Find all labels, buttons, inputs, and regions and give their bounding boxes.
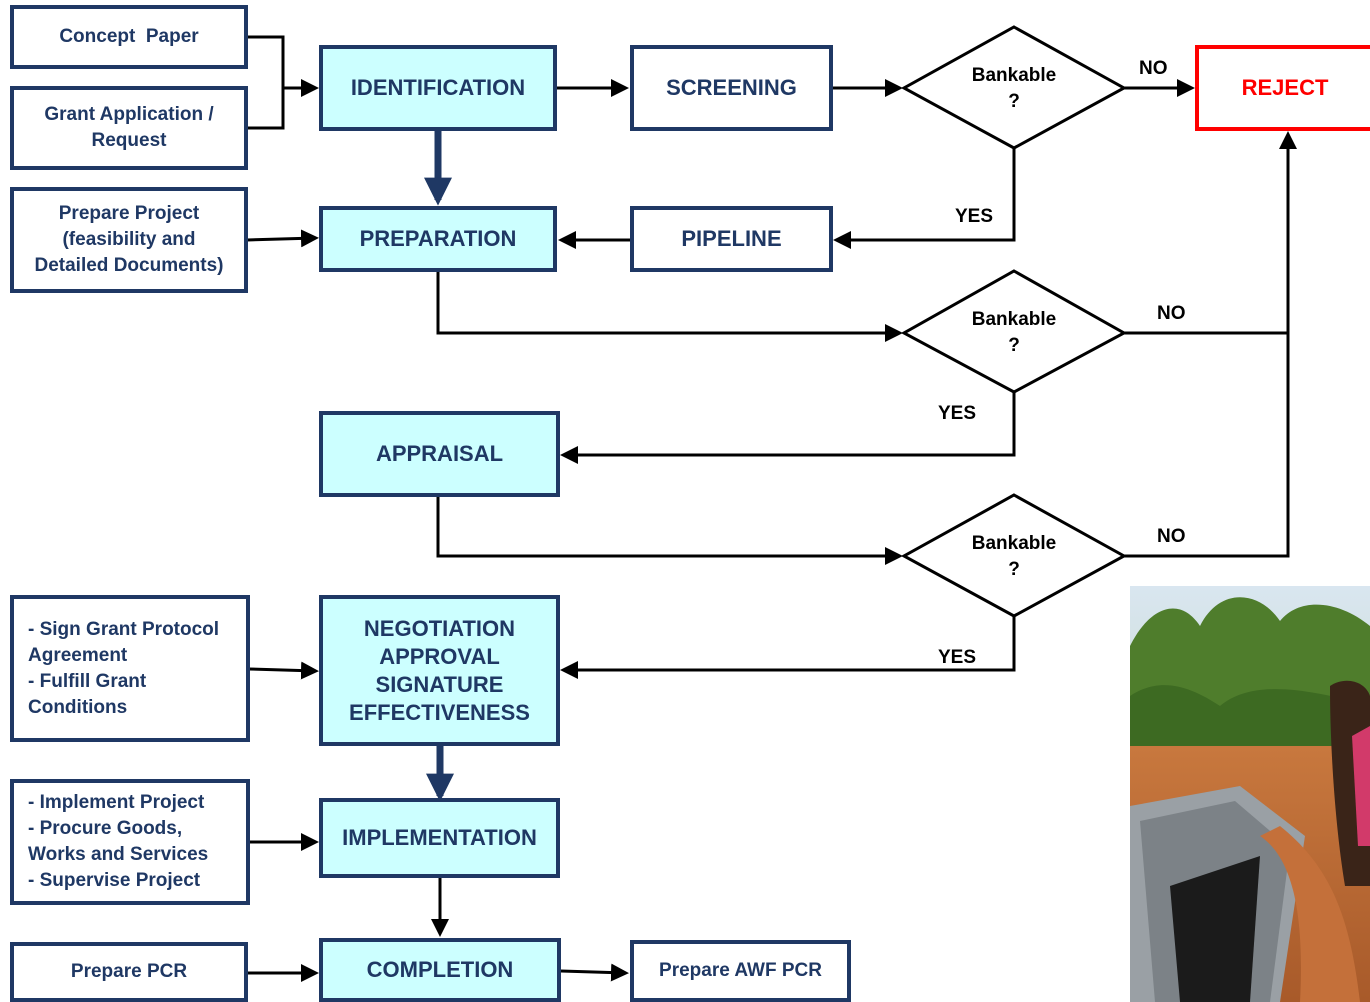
decision-3-question: Bankable ? [971, 533, 1057, 580]
arrow-prepare-project [246, 229, 319, 248]
grant-protocol-box: - Sign Grant Protocol Agreement - Fulfil… [10, 595, 250, 742]
preparation-label: PREPARATION [359, 226, 517, 251]
implement-project-line-2: - Procure Goods, [28, 818, 183, 839]
arrow-to-decision-3 [436, 497, 903, 565]
implement-project-line-4: - Supervise Project [28, 870, 201, 891]
decision-2-no-label: NO [1157, 303, 1186, 324]
implement-project-line-1: - Implement Project [28, 792, 205, 813]
pipeline-box: PIPELINE [630, 206, 833, 272]
decision-3-no-label: NO [1157, 526, 1186, 547]
appraisal-box: APPRAISAL [319, 411, 560, 497]
prepare-awf-pcr-box: Prepare AWF PCR [630, 940, 851, 1002]
preparation-box: PREPARATION [319, 206, 557, 272]
arrow-yes-2 [560, 392, 1016, 464]
decision-2-question: Bankable ? [971, 309, 1057, 356]
line-no-3 [1124, 333, 1290, 558]
identification-label: IDENTIFICATION [350, 75, 526, 100]
completion-box: COMPLETION [319, 938, 561, 1002]
decision-diamond-1 [900, 25, 1128, 150]
arrow-to-decision-2 [436, 272, 903, 342]
grant-application-line-2: Request [91, 130, 167, 151]
negotiation-line-2: APPROVAL [379, 643, 500, 669]
grant-application-box: Grant Application / Request [10, 86, 248, 170]
implement-project-box: - Implement Project - Procure Goods, Wor… [10, 779, 250, 905]
concept-paper-box: Concept Paper [10, 5, 248, 69]
decision-3-yes-label: YES [938, 647, 977, 668]
implement-project-line-3: Works and Services [28, 844, 209, 865]
concept-paper-label: Concept Paper [59, 26, 199, 47]
negotiation-line-3: SIGNATURE [375, 671, 504, 697]
pipeline-label: PIPELINE [681, 226, 782, 251]
negotiation-box: NEGOTIATION APPROVAL SIGNATURE EFFECTIVE… [319, 595, 560, 746]
prepare-pcr-label: Prepare PCR [70, 961, 188, 982]
completion-label: COMPLETION [366, 957, 514, 982]
grant-protocol-line-4: Conditions [28, 696, 128, 718]
decision-1-yes-label: YES [955, 206, 994, 227]
decision-1-question: Bankable ? [971, 65, 1057, 112]
appraisal-label: APPRAISAL [375, 441, 504, 466]
decision-diamond-3 [900, 493, 1128, 618]
identification-box: IDENTIFICATION [319, 45, 557, 131]
implementation-label: IMPLEMENTATION [342, 825, 537, 850]
reject-box: REJECT [1195, 45, 1370, 131]
arrow-yes-3 [560, 616, 1016, 679]
prepare-project-line-2: (feasibility and [62, 229, 196, 250]
negotiation-line-1: NEGOTIATION [363, 615, 516, 641]
arrow-grant-protocol [248, 661, 319, 680]
decision-2-yes-label: YES [938, 403, 977, 424]
arrow-to-awf-pcr [560, 963, 629, 982]
grant-application-line-1: Grant Application / [44, 104, 214, 125]
decision-diamond-2 [900, 269, 1128, 394]
screening-box: SCREENING [630, 45, 833, 131]
reject-label: REJECT [1241, 75, 1329, 100]
project-photo [1130, 586, 1370, 1002]
negotiation-line-4: EFFECTIVENESS [349, 699, 530, 725]
connector-grant [247, 88, 285, 130]
connector-concept [247, 35, 285, 88]
prepare-pcr-box: Prepare PCR [10, 942, 248, 1002]
implementation-box: IMPLEMENTATION [319, 798, 560, 878]
prepare-awf-pcr-label: Prepare AWF PCR [659, 960, 822, 981]
prepare-project-box: Prepare Project (feasibility and Detaile… [10, 187, 248, 293]
grant-protocol-line-2: Agreement [28, 644, 128, 666]
grant-protocol-line-1: - Sign Grant Protocol [28, 618, 220, 640]
screening-label: SCREENING [666, 75, 797, 100]
prepare-project-line-3: Detailed Documents) [34, 255, 224, 276]
arrow-yes-1 [833, 148, 1016, 249]
grant-protocol-line-3: - Fulfill Grant [28, 670, 147, 692]
decision-1-no-label: NO [1139, 58, 1168, 79]
prepare-project-line-1: Prepare Project [58, 203, 200, 224]
